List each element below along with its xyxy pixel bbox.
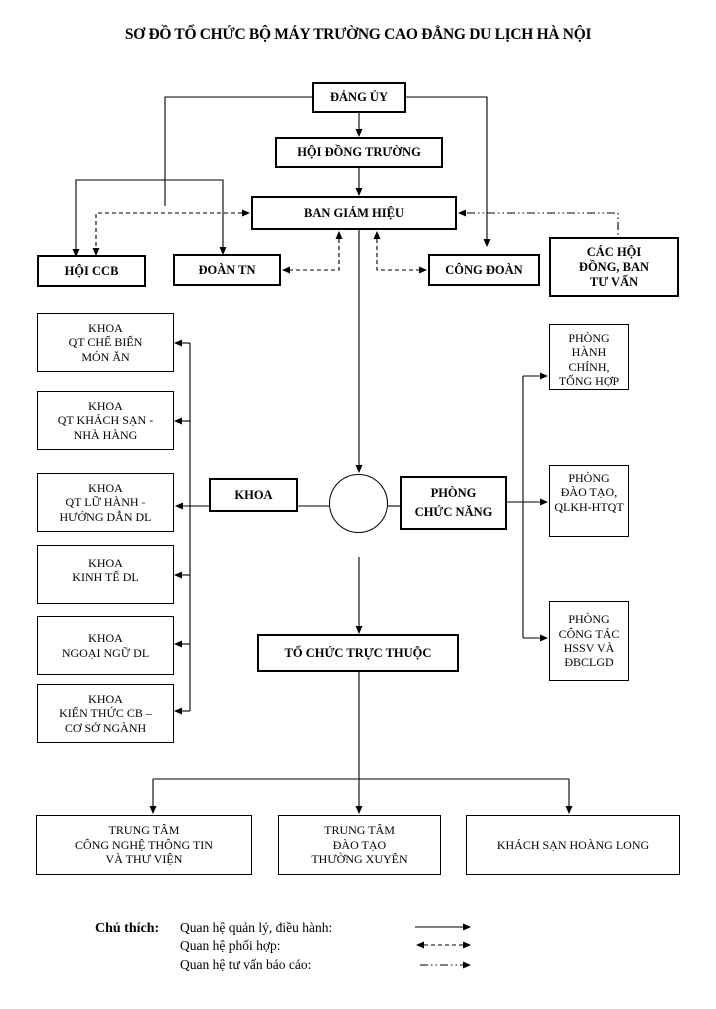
- legend-item-coordination: Quan hệ phối hợp:: [180, 938, 281, 953]
- box-doan-tn: ĐOÀN TN: [173, 254, 281, 286]
- coordination-bgh-doan-tn: [282, 231, 343, 274]
- connector-dang-uy-left: [164, 96, 312, 206]
- box-khoa-qt-che-bien-mon-an: KHOA QT CHẾ BIẾN MÓN ĂN: [37, 313, 174, 372]
- red-hyphen: -: [141, 495, 146, 510]
- hub-circle: [329, 474, 388, 533]
- box-hoi-dong-truong: HỘI ĐỒNG TRƯỜNG: [275, 137, 443, 168]
- connector-dang-uy-right: [406, 96, 491, 247]
- box-phong-dao-tao-qlkh-htqt: PHÒNG ĐÀO TẠO, QLKH-HTQT: [549, 465, 629, 537]
- box-trung-tam-dao-tao-thuong-xuyen: TRUNG TÂM ĐÀO TẠO THƯỜNG XUYÊN: [278, 815, 441, 875]
- label-part: HƯỚNG DẪN DL: [59, 509, 152, 524]
- box-phong-chuc-nang: PHÒNG CHỨC NĂNG: [400, 476, 507, 530]
- box-dang-uy: ĐẢNG ỦY: [312, 82, 406, 113]
- box-hoi-ccb: HỘI CCB: [37, 255, 146, 287]
- box-cong-doan: CÔNG ĐOÀN: [428, 254, 540, 286]
- legend-title: Chú thích:: [95, 921, 160, 936]
- box-khoa-kinh-te-dl: KHOA KINH TẾ DL: [37, 545, 174, 604]
- legend-item-advisory: Quan hệ tư vấn báo cáo:: [180, 957, 312, 972]
- box-trung-tam-cntt-thu-vien: TRUNG TÂM CÔNG NGHỆ THÔNG TIN VÀ THƯ VIỆ…: [36, 815, 252, 875]
- box-khoa-qt-khach-san-nha-hang: KHOA QT KHÁCH SẠN - NHÀ HÀNG: [37, 391, 174, 450]
- box-ban-giam-hieu: BAN GIÁM HIỆU: [251, 196, 457, 230]
- coordination-bgh-cong-doan: [373, 231, 427, 274]
- box-phong-cong-tac-hssv-dbclgd: PHÒNG CÔNG TÁC HSSV VÀ ĐBCLGD: [549, 601, 629, 681]
- label-part: KHOA QT LỮ HÀNH: [65, 480, 139, 510]
- box-phong-hanh-chinh-tong-hop: PHÒNG HÀNH CHÍNH, TỔNG HỢP: [549, 324, 629, 390]
- box-cac-hoi-dong-ban-tu-van: CÁC HỘI ĐỒNG, BAN TƯ VẤN: [549, 237, 679, 297]
- box-khoa: KHOA: [209, 478, 298, 512]
- connector-to-hoi-ccb: [72, 179, 165, 257]
- coordination-bgh-hoi-ccb: [92, 209, 250, 256]
- box-to-chuc-truc-thuoc: TỔ CHỨC TRỰC THUỘC: [257, 634, 459, 672]
- box-khach-san-hoang-long: KHÁCH SẠN HOÀNG LONG: [466, 815, 680, 875]
- diagram-title: SƠ ĐỒ TỔ CHỨC BỘ MÁY TRƯỜNG CAO ĐẲNG DU …: [124, 26, 592, 43]
- box-khoa-kien-thuc-cb-co-so-nganh: KHOA KIẾN THỨC CB – CƠ SỞ NGÀNH: [37, 684, 174, 743]
- connector-to-doan-tn: [76, 179, 227, 255]
- legend-item-management: Quan hệ quản lý, điều hành:: [180, 920, 333, 935]
- box-khoa-ngoai-ngu-dl: KHOA NGOẠI NGỮ DL: [37, 616, 174, 675]
- box-khoa-qt-lu-hanh-huong-dan-dl: KHOA QT LỮ HÀNH - HƯỚNG DẪN DL: [37, 473, 174, 532]
